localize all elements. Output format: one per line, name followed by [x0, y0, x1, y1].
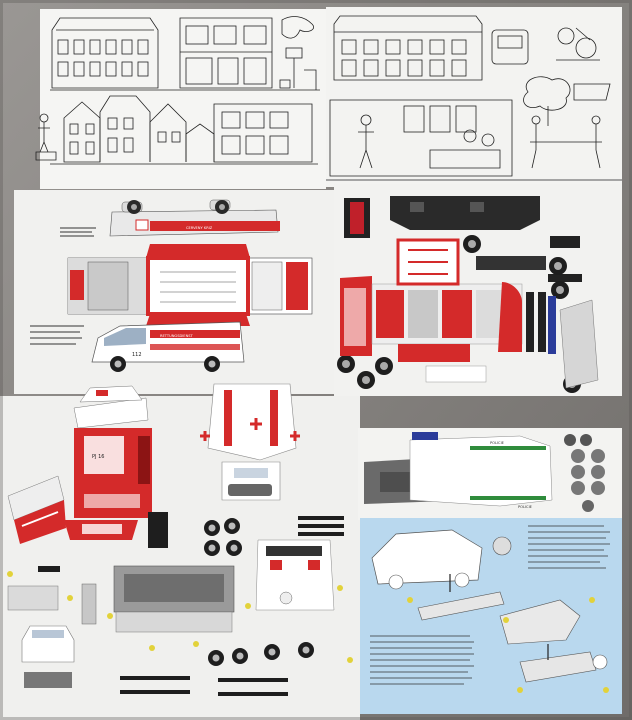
instruction-text-lines: [370, 525, 610, 685]
ambulance-side-text-2: RETTUNGSDIENST: [160, 334, 194, 338]
white-roof-piece: [200, 383, 300, 501]
small-box-piece: [7, 475, 66, 544]
red-cab-piece: PJ 16: [64, 385, 152, 540]
police-side-text: POLICIE: [518, 505, 533, 509]
grey-chassis-piece: [7, 565, 235, 633]
ambulance-roof-piece: CERVENY KRIZ: [109, 199, 280, 237]
chassis-parts: [344, 196, 582, 282]
sheet-ambulance-body: CERVENY KRIZ: [14, 190, 334, 394]
glue-markers-left: [7, 571, 353, 663]
glue-markers-right: [407, 597, 609, 693]
ambulance-side-text: CERVENY KRIZ: [186, 226, 213, 230]
sheet-buildings-left: [35, 9, 326, 189]
ambulance-unfolded-body: [67, 244, 313, 326]
cab-unit-code: PJ 16: [92, 454, 104, 460]
sheet-buildings-right: [326, 7, 622, 187]
ambulance-unit-code: 112: [132, 352, 142, 358]
sheet-police-car: POLICIE POLICIE: [358, 428, 622, 520]
police-roof-text: POLICIE: [490, 441, 505, 445]
sheet-instructions-blue: [360, 518, 622, 714]
sheet-vehicle-parts-red: [334, 184, 622, 396]
ambulance-side-view: RETTUNGSDIENST 112: [30, 321, 245, 372]
van-rear-piece: [255, 539, 335, 611]
sheet-lower-left: PJ 16: [0, 383, 360, 720]
black-bars: [38, 512, 344, 696]
red-body-net: [340, 238, 523, 383]
wheel-set-c: [564, 434, 605, 512]
small-car-front: [21, 625, 75, 688]
caption-block-top: [60, 227, 96, 237]
grey-strip: [526, 292, 599, 389]
wheel-set-b: [204, 518, 314, 666]
